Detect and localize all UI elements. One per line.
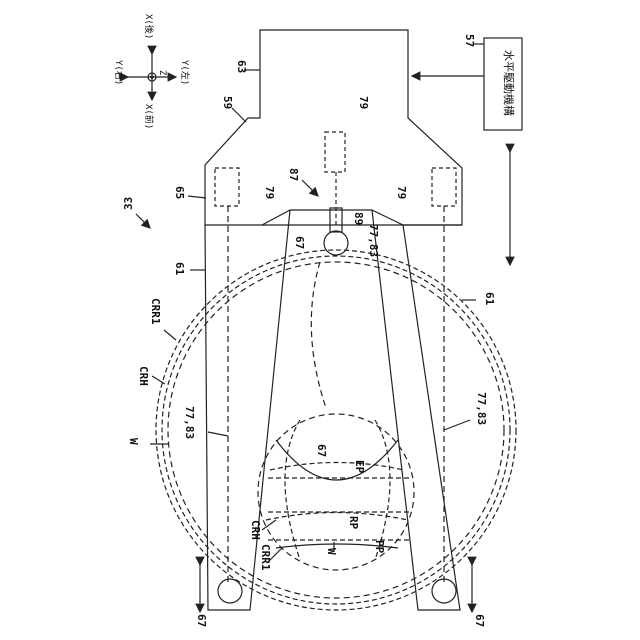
ref-w-main: W xyxy=(127,438,140,445)
axes-gizmo xyxy=(128,54,176,100)
pad-67-right xyxy=(432,579,456,603)
ref-w-detail: W xyxy=(325,548,338,555)
ref-63: 63 xyxy=(235,60,248,73)
ref-87: 87 xyxy=(287,168,300,181)
leader-77a xyxy=(208,432,228,436)
ref-79-right: 79 xyxy=(395,186,408,199)
ref-67-right: 67 xyxy=(473,614,486,627)
ref-61-left: 61 xyxy=(173,262,186,276)
ref-61-right: 61 xyxy=(483,292,496,306)
ref-67-left: 67 xyxy=(195,614,208,627)
ref-77-top: 77,83 xyxy=(367,224,380,257)
stopper-89 xyxy=(330,208,342,232)
detail-arc-mid1 xyxy=(270,463,404,471)
pad-67-top xyxy=(324,231,348,255)
leader-87 xyxy=(302,180,318,196)
ref-57: 57 xyxy=(463,34,476,47)
detail-arc-top xyxy=(276,440,398,480)
pad-67-left xyxy=(218,579,242,603)
ref-79-left: 79 xyxy=(263,186,276,199)
ref-crh-main: CRH xyxy=(137,366,150,386)
ref-89: 89 xyxy=(352,212,365,225)
ref-77-right: 77,83 xyxy=(475,392,488,425)
ref-pp: PP xyxy=(373,540,386,554)
arm-inner-right xyxy=(372,210,403,225)
ref-65: 65 xyxy=(173,186,186,199)
ref-77-left: 77,83 xyxy=(183,406,196,439)
ref-crh-detail: CRH xyxy=(249,520,262,540)
ref-67-top: 67 xyxy=(293,236,306,249)
ref-crr1-detail: CRR1 xyxy=(259,544,272,571)
labels: 33 水平駆動機構 57 63 59 65 79 79 79 87 89 67 … xyxy=(113,14,516,627)
axis-y-left: Y(左) xyxy=(179,60,191,85)
axis-x-back: X(後) xyxy=(143,14,155,39)
drive-box-label: 水平駆動機構 xyxy=(502,50,516,116)
ref-79-top: 79 xyxy=(357,96,370,109)
label-33: 33 xyxy=(122,197,135,210)
axis-z: Z xyxy=(157,70,167,76)
axis-x-front: X(前) xyxy=(143,104,155,129)
ref-crr1-main: CRR1 xyxy=(149,298,162,325)
ref-59: 59 xyxy=(221,96,234,109)
sensor-79-left xyxy=(215,168,239,206)
arm-inner-left xyxy=(262,210,290,225)
leader-crr1a xyxy=(164,330,176,340)
leader-59 xyxy=(232,108,246,122)
leader-33 xyxy=(136,214,150,228)
wafer-ring-outer xyxy=(156,250,516,610)
sensor-79-top xyxy=(325,132,345,172)
hand-outline xyxy=(205,30,462,610)
ref-ep: EP xyxy=(353,460,366,474)
leader-77b xyxy=(444,420,470,430)
detail-curve-b xyxy=(375,420,390,560)
detail-leader xyxy=(311,262,326,408)
leader-65 xyxy=(188,196,206,198)
axis-y-right: Y(右) xyxy=(113,60,125,85)
ref-rp: RP xyxy=(347,516,360,530)
leader-crha xyxy=(152,376,165,384)
ref-67-detail: 67 xyxy=(315,444,328,457)
detail-curve-a xyxy=(285,420,300,560)
sensor-79-right xyxy=(432,168,456,206)
